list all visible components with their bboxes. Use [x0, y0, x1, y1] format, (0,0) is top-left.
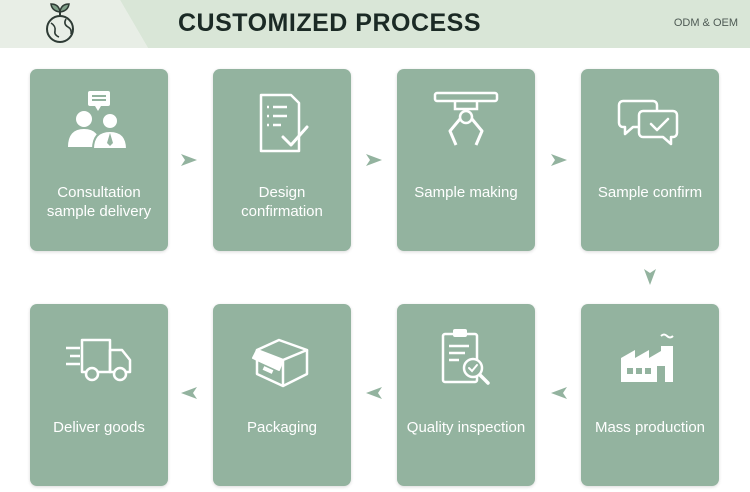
arrow-right-icon — [181, 154, 197, 166]
box-icon — [252, 338, 309, 388]
checklist-document-icon — [259, 93, 309, 153]
step-card-consultation: Consultation sample delivery — [30, 69, 168, 251]
chat-check-icon — [617, 99, 679, 146]
step-card-mass-production: Mass production — [581, 304, 719, 486]
page-title: CUSTOMIZED PROCESS — [178, 9, 482, 37]
factory-icon — [621, 333, 674, 382]
header-band — [0, 0, 750, 48]
step-label: Deliver goods — [53, 419, 145, 436]
step-label: Design confirmation — [241, 184, 323, 220]
arrow-left-icon — [551, 387, 567, 399]
step-label: Sample making — [414, 184, 518, 201]
step-card-sample-confirm: Sample confirm — [581, 69, 719, 251]
step-card-quality: Quality inspection — [397, 304, 535, 486]
step-card-design: Design confirmation — [213, 69, 351, 251]
step-label: Packaging — [246, 419, 318, 436]
step-card-deliver: Deliver goods — [30, 304, 168, 486]
plant-globe-icon — [46, 3, 74, 43]
arrow-right-icon — [366, 154, 382, 166]
arrow-left-icon — [181, 387, 197, 399]
step-label: Sample confirm — [597, 184, 703, 201]
arrow-left-icon — [366, 387, 382, 399]
delivery-truck-icon — [66, 338, 132, 382]
arrow-down-icon — [644, 269, 656, 285]
step-label: Quality inspection — [406, 419, 526, 436]
step-card-packaging: Packaging — [213, 304, 351, 486]
header: CUSTOMIZED PROCESS ODM & OEM — [0, 0, 750, 48]
step-label: Mass production — [594, 419, 706, 436]
step-label: Consultation sample delivery — [46, 184, 152, 220]
arrow-right-icon — [551, 154, 567, 166]
step-card-sample-making: Sample making — [397, 69, 535, 251]
consultation-people-icon — [68, 91, 129, 150]
page-subtitle: ODM & OEM — [673, 17, 738, 29]
clipboard-magnifier-icon — [441, 329, 490, 385]
robotic-claw-icon — [433, 91, 499, 146]
